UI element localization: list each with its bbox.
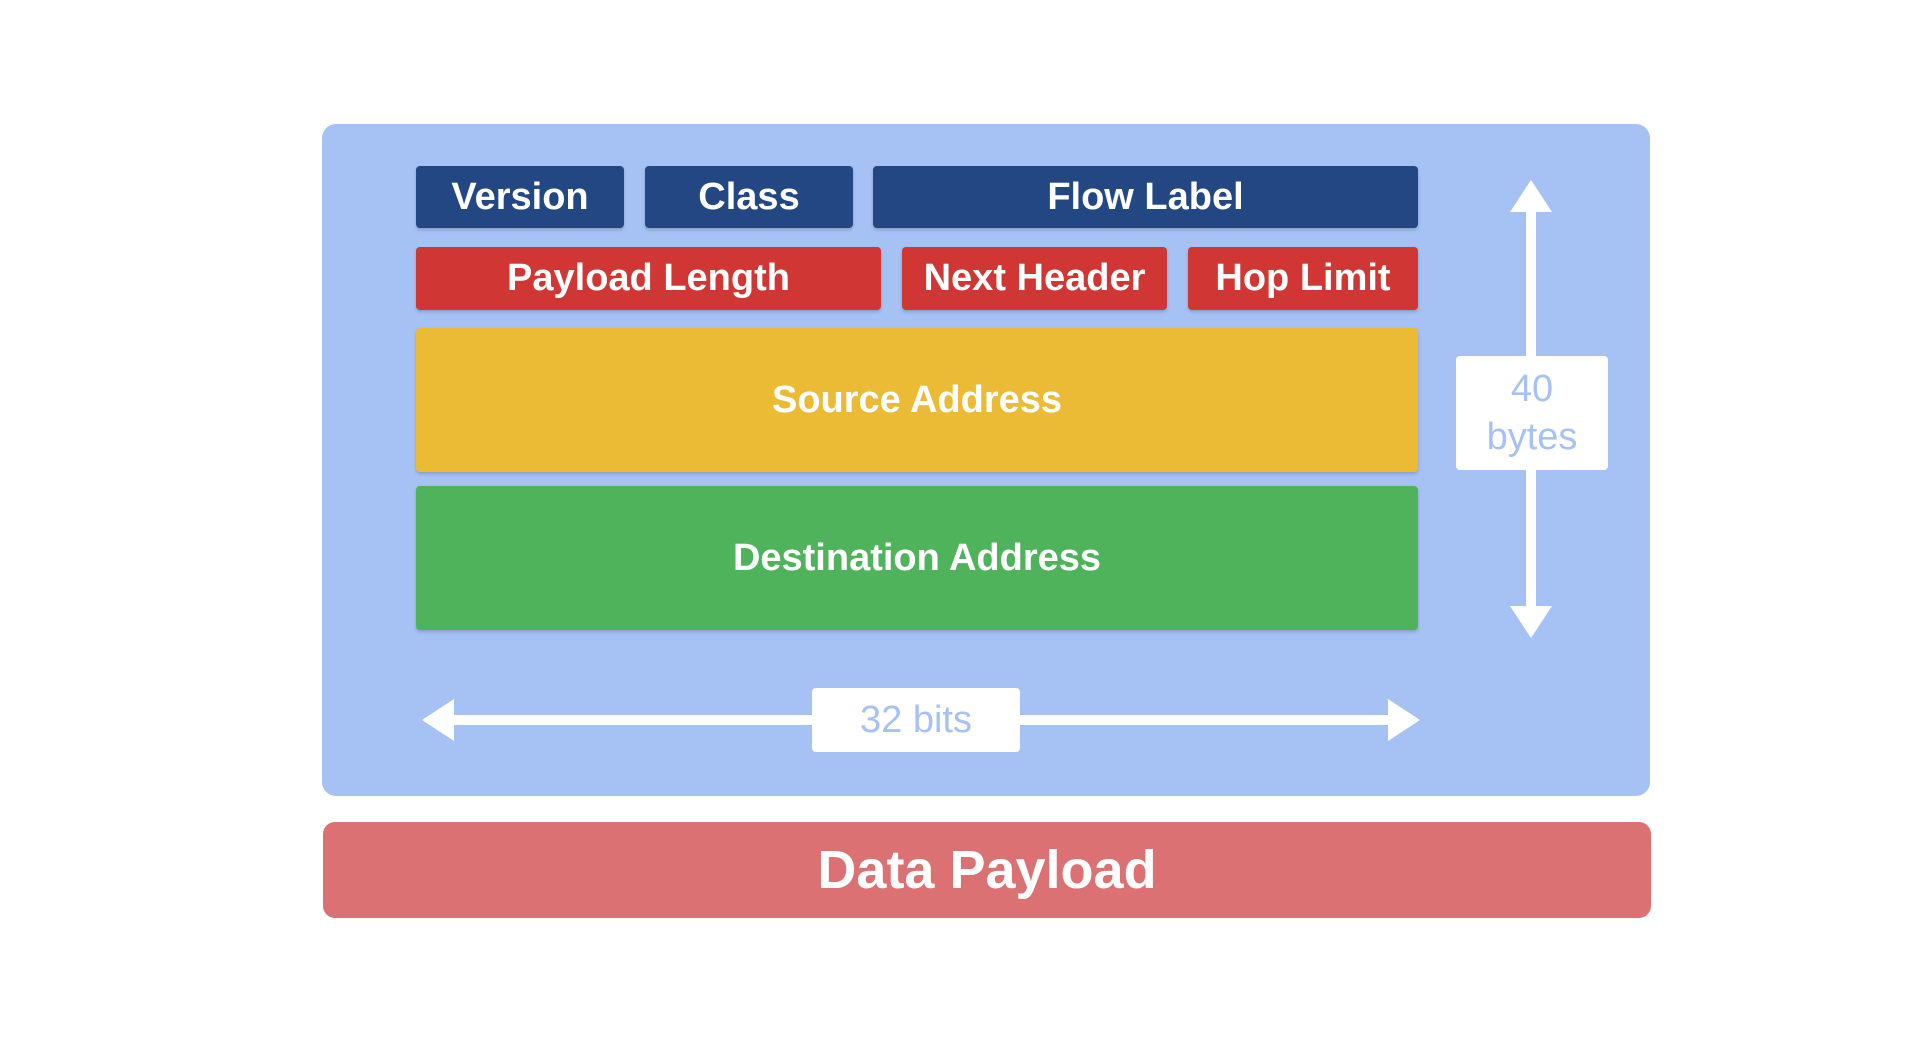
version-field: Version — [416, 166, 624, 228]
header-size-value: 40 — [1510, 368, 1554, 410]
destination-address-field: Destination Address — [416, 486, 1418, 630]
row-width-label: 32 bits — [812, 688, 1020, 752]
next-header-field: Next Header — [902, 247, 1167, 310]
class-field: Class — [645, 166, 853, 228]
data-payload-block: Data Payload — [323, 822, 1651, 918]
header-size-label: 40 bytes — [1456, 356, 1608, 470]
hop-limit-field: Hop Limit — [1188, 247, 1418, 310]
payload-length-field: Payload Length — [416, 247, 881, 310]
flow-label-field: Flow Label — [873, 166, 1418, 228]
header-size-unit: bytes — [1486, 416, 1578, 458]
source-address-field: Source Address — [416, 328, 1418, 472]
